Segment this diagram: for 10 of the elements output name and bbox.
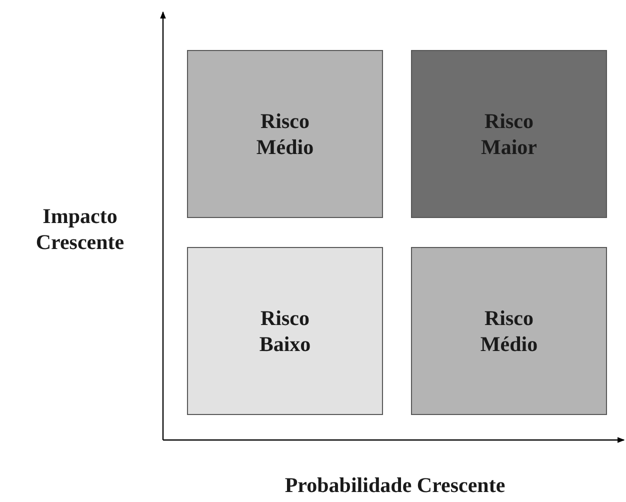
quadrant-label: Risco Maior — [480, 108, 538, 160]
quadrant-label: Risco Médio — [255, 108, 315, 160]
risk-quadrant — [187, 50, 383, 218]
risk-quadrant — [187, 247, 383, 415]
y-axis-title: Impacto Crescente — [34, 203, 126, 256]
risk-quadrant — [411, 50, 607, 218]
risk-quadrant — [411, 247, 607, 415]
x-axis-title: Probabilidade Crescente — [284, 472, 506, 498]
quadrant-label: Risco Baixo — [258, 304, 312, 358]
quadrant-label: Risco Médio — [479, 304, 539, 358]
